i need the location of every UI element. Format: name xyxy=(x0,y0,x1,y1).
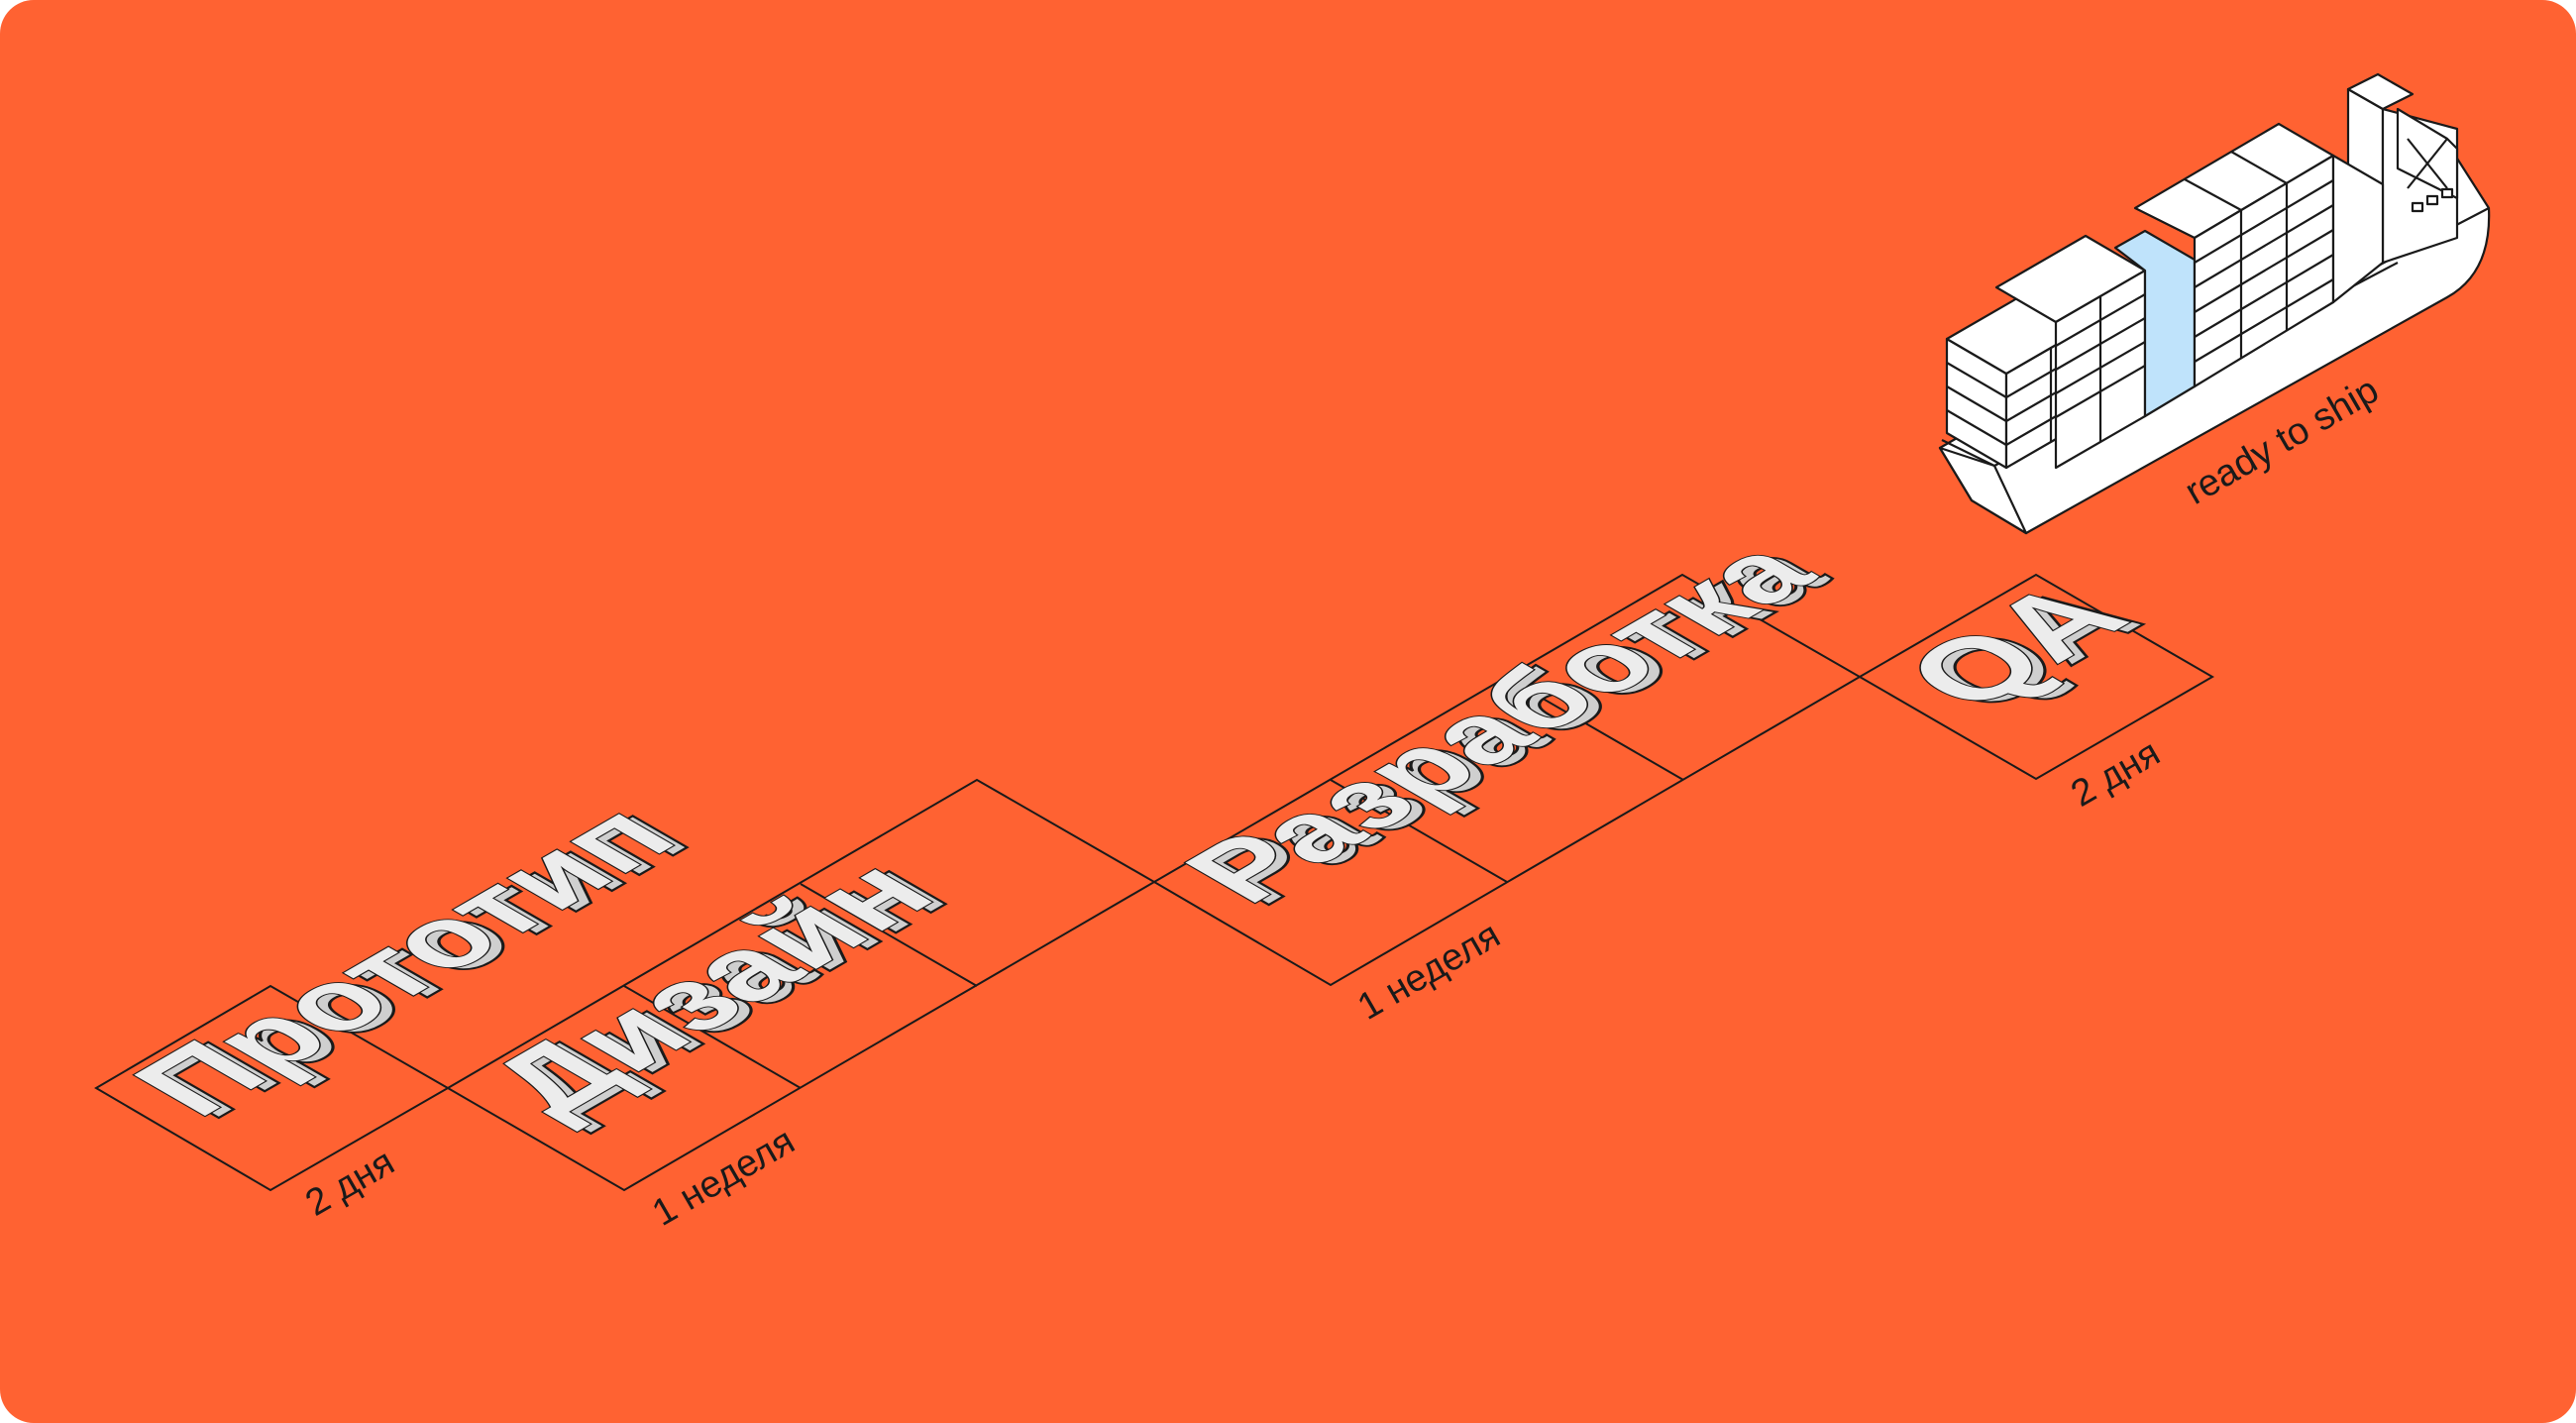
duration-design: 1 неделя xyxy=(646,1121,803,1235)
container-ship-icon xyxy=(1938,72,2491,535)
duration-qa: 2 дня xyxy=(2065,732,2168,816)
stage-development: Разработка Разработка xyxy=(1156,523,1858,924)
tile-qa xyxy=(1858,573,2214,781)
stage-qa: QA QA xyxy=(1875,564,2171,730)
timeline-grid xyxy=(94,573,2214,1192)
svg-text:Разработка: Разработка xyxy=(1157,524,1842,920)
svg-text:QA: QA xyxy=(1876,565,2156,726)
duration-development: 1 неделя xyxy=(1351,915,1508,1029)
duration-prototype: 2 дня xyxy=(299,1142,402,1225)
